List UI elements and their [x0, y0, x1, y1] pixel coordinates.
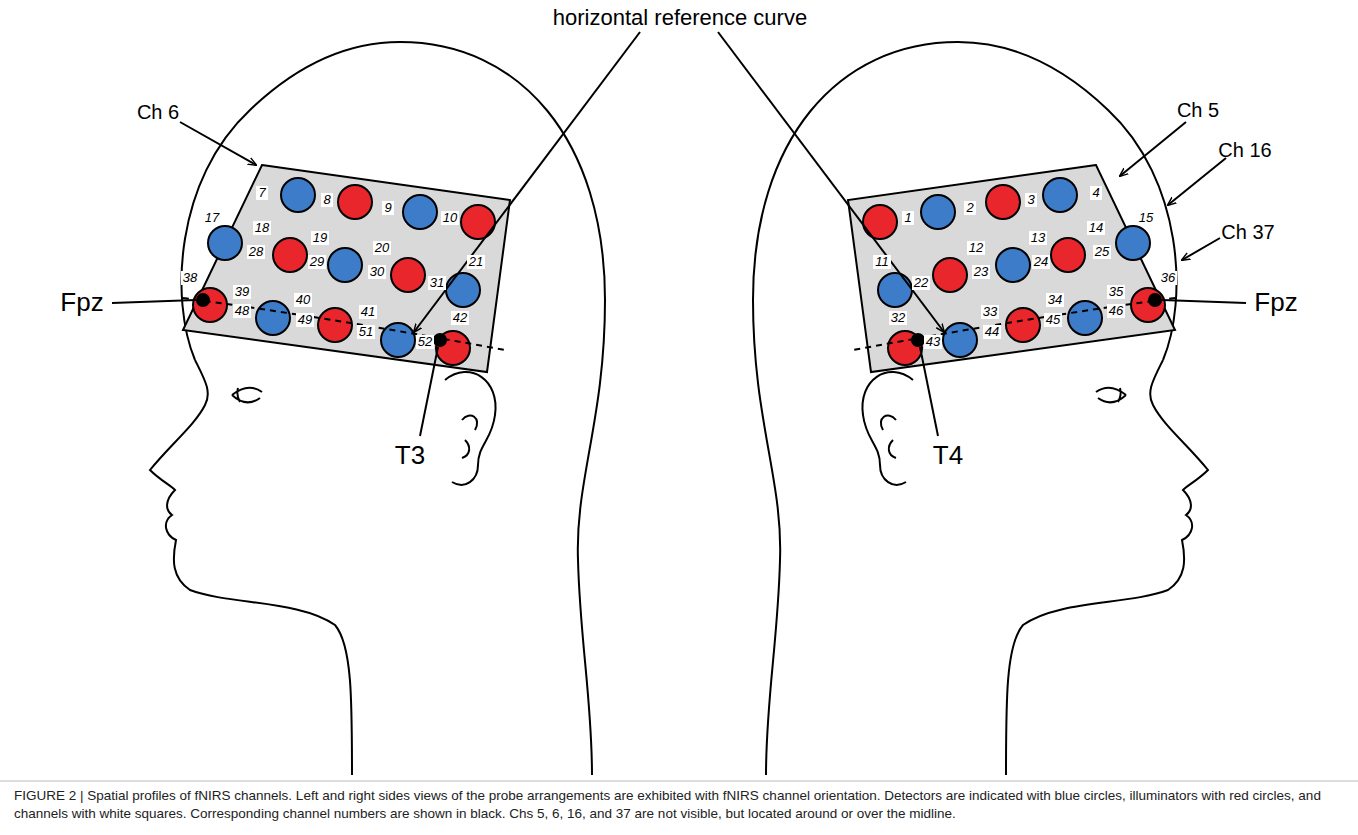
caption-text: FIGURE 2 | Spatial profiles of fNIRS cha… — [14, 788, 1321, 821]
channel-number: 10 — [441, 211, 459, 225]
head-outline — [181, 42, 605, 775]
channel-number: 39 — [233, 285, 251, 299]
channel-number: 31 — [428, 276, 446, 290]
eye — [232, 388, 262, 403]
channel-number: 22 — [912, 276, 930, 290]
channel-number: 32 — [889, 311, 907, 325]
channel-number: 43 — [924, 335, 942, 349]
channel-number: 29 — [308, 255, 326, 269]
channel-number: 48 — [233, 304, 251, 318]
channel-number: 24 — [1032, 255, 1050, 269]
channel-callout: Ch 6 — [137, 101, 179, 123]
reference-arrow — [414, 32, 640, 332]
landmark-dot — [196, 293, 210, 307]
channel-number: 52 — [416, 335, 434, 349]
channel-number: 14 — [1087, 221, 1105, 235]
channel-number: 12 — [967, 241, 985, 255]
channel-number: 30 — [368, 265, 386, 279]
figure-caption: FIGURE 2 | Spatial profiles of fNIRS cha… — [14, 787, 1344, 822]
channel-number: 17 — [203, 211, 221, 225]
channel-number: 45 — [1044, 313, 1062, 327]
channel-number: 41 — [359, 305, 377, 319]
channel-number: 51 — [357, 325, 375, 339]
channel-number: 7 — [256, 186, 267, 200]
channel-number: 25 — [1093, 245, 1111, 259]
head-profile — [718, 32, 1246, 775]
landmark-label: Fpz — [60, 288, 103, 317]
channel-number: 49 — [296, 313, 314, 327]
channel-callout: Ch 16 — [1218, 139, 1271, 161]
channel-callout: Ch 37 — [1221, 221, 1274, 243]
probe-circles — [193, 178, 495, 365]
channel-number: 23 — [972, 265, 990, 279]
leader-line — [112, 300, 196, 303]
channel-number: 40 — [294, 293, 312, 307]
landmark-label: T3 — [395, 441, 425, 470]
channel-number: 4 — [1090, 186, 1101, 200]
channel-number: 2 — [964, 201, 975, 215]
channel-number: 36 — [1159, 271, 1177, 285]
channel-number: 9 — [382, 201, 393, 215]
head-profile — [112, 32, 640, 775]
channel-number: 28 — [247, 245, 265, 259]
leader-line — [420, 347, 438, 436]
curve-label: horizontal reference curve — [553, 6, 807, 30]
face-outline — [150, 360, 352, 775]
channel-number: 35 — [1107, 285, 1125, 299]
channel-number: 44 — [983, 325, 1001, 339]
channel-number: 15 — [1137, 211, 1155, 225]
channel-number: 13 — [1029, 231, 1047, 245]
caption-rule — [0, 781, 1358, 782]
channel-number: 33 — [981, 305, 999, 319]
reference-curve — [183, 298, 505, 350]
channel-number: 3 — [1025, 193, 1036, 207]
landmark-label: T4 — [933, 441, 963, 470]
channel-number: 18 — [253, 221, 271, 235]
channel-number: 1 — [902, 211, 913, 225]
ear — [445, 372, 496, 485]
channel-number: 11 — [873, 255, 891, 269]
channel-number: 46 — [1107, 304, 1125, 318]
landmark-label: Fpz — [1254, 288, 1297, 317]
channel-number: 34 — [1046, 293, 1064, 307]
channel-number: 8 — [321, 193, 332, 207]
channel-number: 38 — [181, 271, 199, 285]
callout-arrows — [180, 122, 1226, 260]
channel-callout: Ch 5 — [1177, 99, 1219, 121]
channel-number: 42 — [451, 311, 469, 325]
landmark-dot — [433, 333, 447, 347]
channel-number: 19 — [311, 231, 329, 245]
channel-number: 21 — [467, 255, 485, 269]
channel-number: 20 — [373, 241, 391, 255]
